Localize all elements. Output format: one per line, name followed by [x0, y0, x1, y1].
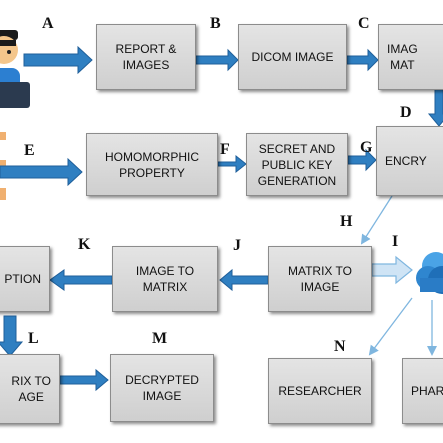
- image-to-matrix-top-box: IMAG MAT: [378, 24, 443, 90]
- encryption-box: ENCRY: [376, 126, 443, 196]
- researcher-box: RESEARCHER: [268, 358, 372, 424]
- decryption-box: PTION: [0, 246, 50, 312]
- label-i: I: [392, 233, 399, 250]
- arrow-j: [219, 268, 269, 292]
- arrow-m: [59, 368, 109, 392]
- dicom-image-box: DICOM IMAGE: [238, 24, 347, 90]
- label-n: N: [334, 338, 346, 355]
- key-generation-label: SECRET AND PUBLIC KEY GENERATION: [257, 141, 337, 188]
- label-f: F: [220, 141, 230, 158]
- label-a: A: [42, 15, 54, 32]
- doctor-icon: [0, 30, 30, 108]
- label-b: B: [210, 15, 221, 32]
- label-j: J: [233, 237, 241, 254]
- decrypted-image-label: DECRYPTED IMAGE: [125, 373, 199, 403]
- arrow-a: [23, 45, 93, 75]
- image-to-matrix-box: IMAGE TO MATRIX: [112, 246, 218, 312]
- arrow-h: [360, 195, 393, 245]
- arrow-d: [427, 85, 443, 127]
- decrypted-image-box: DECRYPTED IMAGE: [110, 354, 214, 422]
- arrow-i: [371, 255, 413, 285]
- pharma-label: PHAR: [411, 384, 443, 398]
- arrow-l: [0, 315, 24, 357]
- key-generation-box: SECRET AND PUBLIC KEY GENERATION: [246, 133, 348, 196]
- label-l: L: [28, 330, 39, 347]
- homomorphic-box: HOMOMORPHIC PROPERTY: [86, 133, 218, 196]
- matrix-to-image-bottom-label: RIX TO AGE: [11, 374, 51, 404]
- arrow-c: [346, 48, 379, 72]
- decryption-label: PTION: [4, 272, 41, 286]
- patient-icon: [0, 132, 6, 200]
- label-m: M: [152, 330, 168, 347]
- cloud-icon: [416, 252, 443, 294]
- matrix-to-image-bottom-box: RIX TO AGE: [0, 354, 60, 424]
- label-c: C: [358, 15, 370, 32]
- homomorphic-label: HOMOMORPHIC PROPERTY: [105, 149, 199, 180]
- pharma-box: PHAR: [402, 358, 443, 424]
- arrow-e: [0, 157, 83, 187]
- report-images-label: REPORT & IMAGES: [115, 42, 177, 72]
- label-e: E: [24, 142, 35, 159]
- arrow-n: [368, 297, 413, 356]
- dicom-image-label: DICOM IMAGE: [251, 50, 334, 64]
- arrow-g: [347, 148, 377, 172]
- label-g: G: [360, 139, 373, 156]
- report-images-box: REPORT & IMAGES: [96, 24, 196, 90]
- encryption-label: ENCRY: [385, 154, 427, 168]
- researcher-label: RESEARCHER: [278, 384, 362, 398]
- matrix-to-image-label: MATRIX TO IMAGE: [287, 264, 352, 294]
- label-k: K: [78, 236, 91, 253]
- arrow-k: [49, 269, 113, 291]
- image-to-matrix-label: IMAGE TO MATRIX: [135, 264, 195, 294]
- image-to-matrix-top-label: IMAG MAT: [387, 42, 418, 72]
- label-h: H: [340, 213, 353, 230]
- arrow-f: [217, 154, 247, 174]
- label-d: D: [400, 104, 412, 121]
- arrow-b: [195, 48, 239, 72]
- matrix-to-image-box: MATRIX TO IMAGE: [268, 246, 372, 312]
